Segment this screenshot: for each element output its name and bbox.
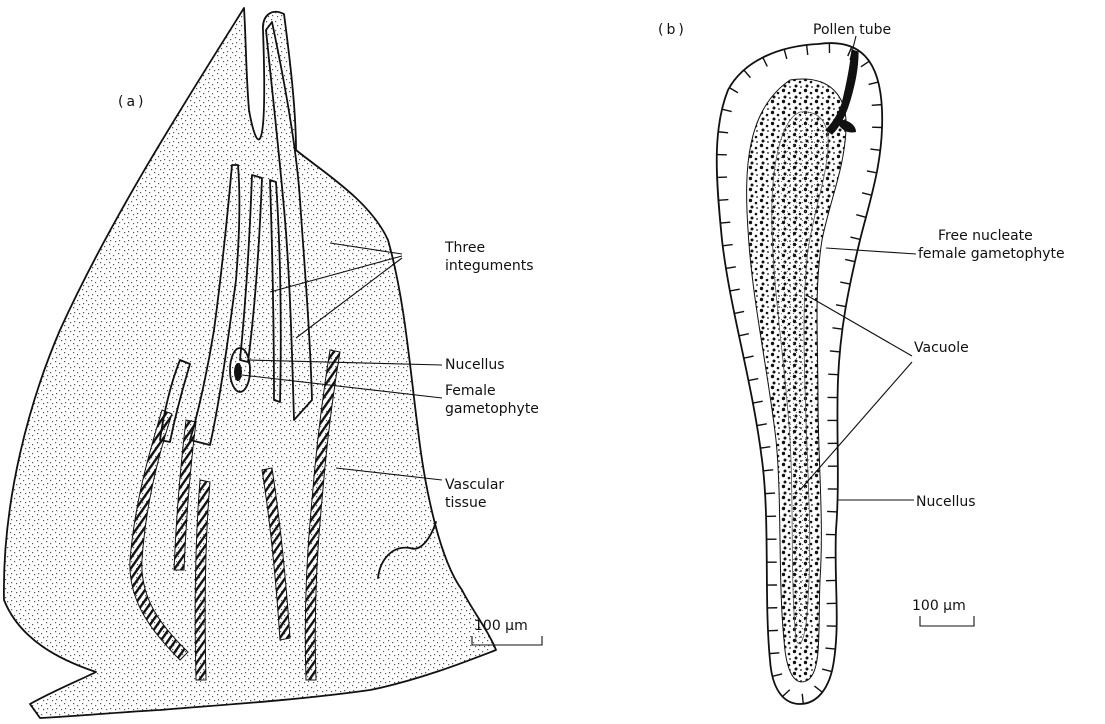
label-female: Female xyxy=(445,383,496,399)
nucellus-hair xyxy=(729,88,738,93)
nucellus-hair xyxy=(772,674,782,676)
scale-bar-a-label: 100 µm xyxy=(474,618,528,634)
female-gametophyte-a xyxy=(234,363,242,381)
nucellus-hair xyxy=(862,193,872,195)
scale-bar-b-label: 100 µm xyxy=(912,598,966,614)
nucellus-hair xyxy=(802,694,803,704)
nucellus-hair xyxy=(718,132,728,133)
nucellus-hair xyxy=(765,493,775,494)
nucellus-hair xyxy=(763,57,767,66)
nucellus-hair xyxy=(744,70,751,78)
label-female-gametophyte-b: female gametophyte xyxy=(918,246,1065,262)
nucellus-hair xyxy=(739,334,749,336)
nucellus-hair xyxy=(850,237,860,239)
nucellus-hair xyxy=(807,45,808,55)
nucellus-hair xyxy=(723,245,733,246)
nucellus-hair xyxy=(870,149,880,150)
panel-a: (a) Three integuments Nucellus Female ga… xyxy=(4,8,542,718)
nucellus-hair xyxy=(748,379,758,381)
label-vacuole: Vacuole xyxy=(914,340,969,356)
nucellus-hair xyxy=(734,311,744,313)
nucellus-hair xyxy=(840,282,850,284)
label-pollen-tube: Pollen tube xyxy=(813,22,891,38)
nucellus-hair xyxy=(718,200,728,201)
panel-a-label: (a) xyxy=(118,94,147,110)
label-gametophyte: gametophyte xyxy=(445,401,539,417)
nucellus-hair xyxy=(861,61,869,67)
nucellus-hair xyxy=(856,215,866,218)
nucellus-hair xyxy=(814,686,822,692)
nucellus-hair xyxy=(722,109,732,111)
nucellus-hair xyxy=(836,305,846,307)
panel-b: (b) Pollen tube Free nucleate female gam… xyxy=(658,22,1065,704)
label-nucellus-b: Nucellus xyxy=(916,494,976,510)
nucellus-hair xyxy=(769,653,779,654)
label-free-nucleate: Free nucleate xyxy=(938,228,1033,244)
nucellus-hair xyxy=(830,351,840,352)
nucellus-hair xyxy=(872,105,882,106)
nucellus-hair xyxy=(730,289,740,291)
nucellus-hair xyxy=(720,222,730,223)
nucellus-hair xyxy=(822,669,832,672)
label-tissue: tissue xyxy=(445,495,486,511)
nucellus-hair xyxy=(760,447,770,448)
leader-free-nucleate xyxy=(826,248,916,254)
nucellus-hair xyxy=(753,401,763,403)
label-vascular: Vascular xyxy=(445,477,504,493)
nucellus-hair xyxy=(869,82,879,84)
nucellus-hair xyxy=(763,470,773,471)
scale-bar-b xyxy=(920,616,974,626)
nucellus-hair xyxy=(757,424,767,426)
nucellus-hair xyxy=(744,356,754,358)
nucellus-hair xyxy=(832,328,842,329)
label-three: Three xyxy=(444,240,485,256)
nucellus-hair xyxy=(726,267,736,269)
nucellus-hair xyxy=(784,49,787,59)
nucellus-hair xyxy=(825,648,835,649)
nucellus-hair xyxy=(782,690,789,697)
label-nucellus-a: Nucellus xyxy=(445,357,505,373)
nucellus-hair xyxy=(845,259,855,261)
panel-b-label: (b) xyxy=(658,22,687,38)
label-integuments: integuments xyxy=(445,258,534,274)
nucellus-hair xyxy=(867,171,877,173)
